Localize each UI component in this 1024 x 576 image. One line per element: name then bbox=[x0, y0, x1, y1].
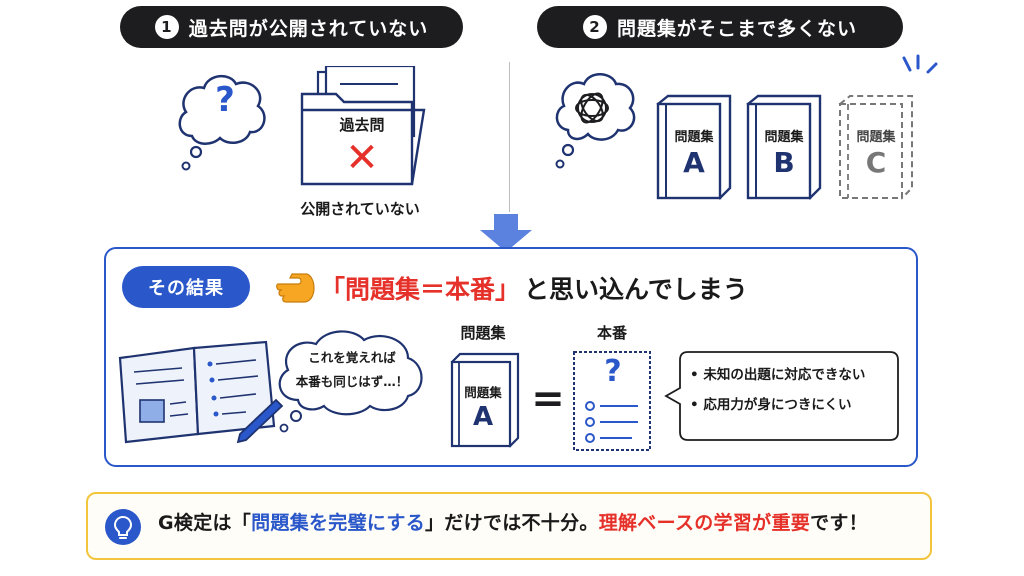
panel-divider bbox=[509, 62, 510, 212]
book-b-letter: B bbox=[773, 146, 795, 179]
down-arrow-icon bbox=[480, 214, 532, 252]
book-b-icon bbox=[746, 94, 822, 200]
equation-left-label: 問題集 bbox=[460, 324, 506, 342]
takeaway-part-1: G検定は「 bbox=[158, 512, 252, 534]
reason-1-text: 過去問が公開されていない bbox=[188, 17, 429, 40]
confused-thought-bubble-icon bbox=[555, 73, 636, 169]
book-c-title: 問題集 bbox=[856, 130, 896, 145]
open-notebook-pen-icon bbox=[118, 340, 284, 444]
bullet-item-1: • 未知の出題に対応できない bbox=[690, 367, 866, 383]
takeaway-part-5: です！ bbox=[810, 512, 868, 534]
book-a-icon bbox=[656, 94, 732, 200]
folder-caption: 公開されていない bbox=[300, 200, 420, 218]
book-a-letter: A bbox=[683, 146, 705, 179]
bullets-list: • 未知の出題に対応できない • 応用力が身につきにくい bbox=[690, 360, 865, 420]
pointing-hand-icon bbox=[276, 273, 315, 303]
reason-1-number: 1 bbox=[154, 15, 179, 39]
equation-book-a-icon bbox=[450, 352, 520, 448]
bubble-line-1: これを覚えれば bbox=[308, 350, 396, 365]
bubble-line-2: 本番も同じはず…！ bbox=[295, 374, 409, 389]
takeaway-part-4: 理解ベースの学習が重要 bbox=[598, 512, 811, 534]
question-thought-bubble-icon bbox=[178, 75, 266, 171]
reason-2-pill: 2 問題集がそこまで多くない bbox=[537, 6, 903, 48]
emphasis-lines-icon bbox=[902, 54, 938, 74]
bullets-callout-box bbox=[664, 351, 899, 441]
result-headline: 「問題集＝本番」 と思い込んでしまう bbox=[320, 266, 748, 310]
takeaway-part-2: 問題集を完璧にする bbox=[251, 512, 425, 534]
reason-2-text: 問題集がそこまで多くない bbox=[616, 17, 857, 40]
folder-icon bbox=[300, 66, 426, 186]
cross-icon: ✕ bbox=[345, 135, 379, 181]
question-mark: ? bbox=[215, 80, 235, 120]
reason-1-pill: 1 過去問が公開されていない bbox=[120, 6, 463, 48]
lightbulb-icon bbox=[105, 509, 141, 545]
result-tag: その結果 bbox=[122, 266, 250, 308]
headline-red-part: 「問題集＝本番」 bbox=[320, 275, 521, 304]
speech-thought-bubble-icon bbox=[278, 330, 423, 433]
exam-question-mark: ? bbox=[604, 354, 622, 389]
equation-book-title: 問題集 bbox=[464, 385, 502, 400]
takeaway-box bbox=[86, 492, 932, 560]
folder-label: 過去問 bbox=[339, 116, 385, 134]
book-c-letter: C bbox=[865, 146, 887, 179]
equation-right-label: 本番 bbox=[596, 324, 627, 342]
reason-2-number: 2 bbox=[582, 15, 607, 39]
equation-book-letter: A bbox=[472, 402, 494, 432]
exam-paper-icon bbox=[573, 351, 651, 451]
takeaway-text: G検定は「問題集を完璧にする」だけでは不十分。理解ベースの学習が重要です！ bbox=[158, 508, 868, 535]
book-a-title: 問題集 bbox=[674, 130, 714, 145]
book-b-title: 問題集 bbox=[764, 130, 804, 145]
equals-sign: = bbox=[531, 376, 565, 422]
bullet-item-2: • 応用力が身につきにくい bbox=[690, 397, 852, 413]
headline-rest-part: と思い込んでしまう bbox=[524, 275, 748, 304]
book-c-dashed-icon bbox=[838, 95, 913, 200]
takeaway-part-3: 」だけでは不十分。 bbox=[425, 512, 599, 534]
